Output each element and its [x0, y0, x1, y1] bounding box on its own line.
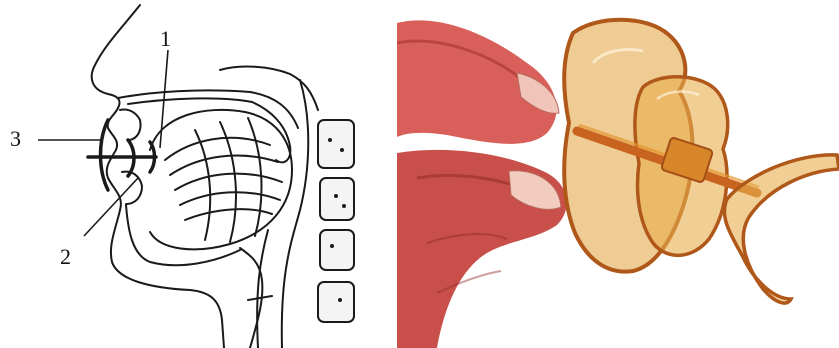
callout-2: 2 — [60, 246, 71, 268]
leader-line-2 — [84, 178, 138, 236]
sagittal-head-section-drawing — [0, 0, 395, 348]
device-photo — [397, 3, 839, 348]
oral-screen-in-mouth — [88, 120, 156, 190]
device-photo-panel — [397, 3, 839, 348]
vertebrae-column — [318, 120, 354, 322]
callout-3: 3 — [10, 128, 21, 150]
face-profile-outline — [92, 5, 224, 348]
mandible-outline — [126, 205, 240, 265]
tongue-outline — [150, 110, 292, 249]
callout-1: 1 — [160, 28, 171, 50]
anatomy-diagram-panel: 1 2 3 — [0, 0, 395, 348]
